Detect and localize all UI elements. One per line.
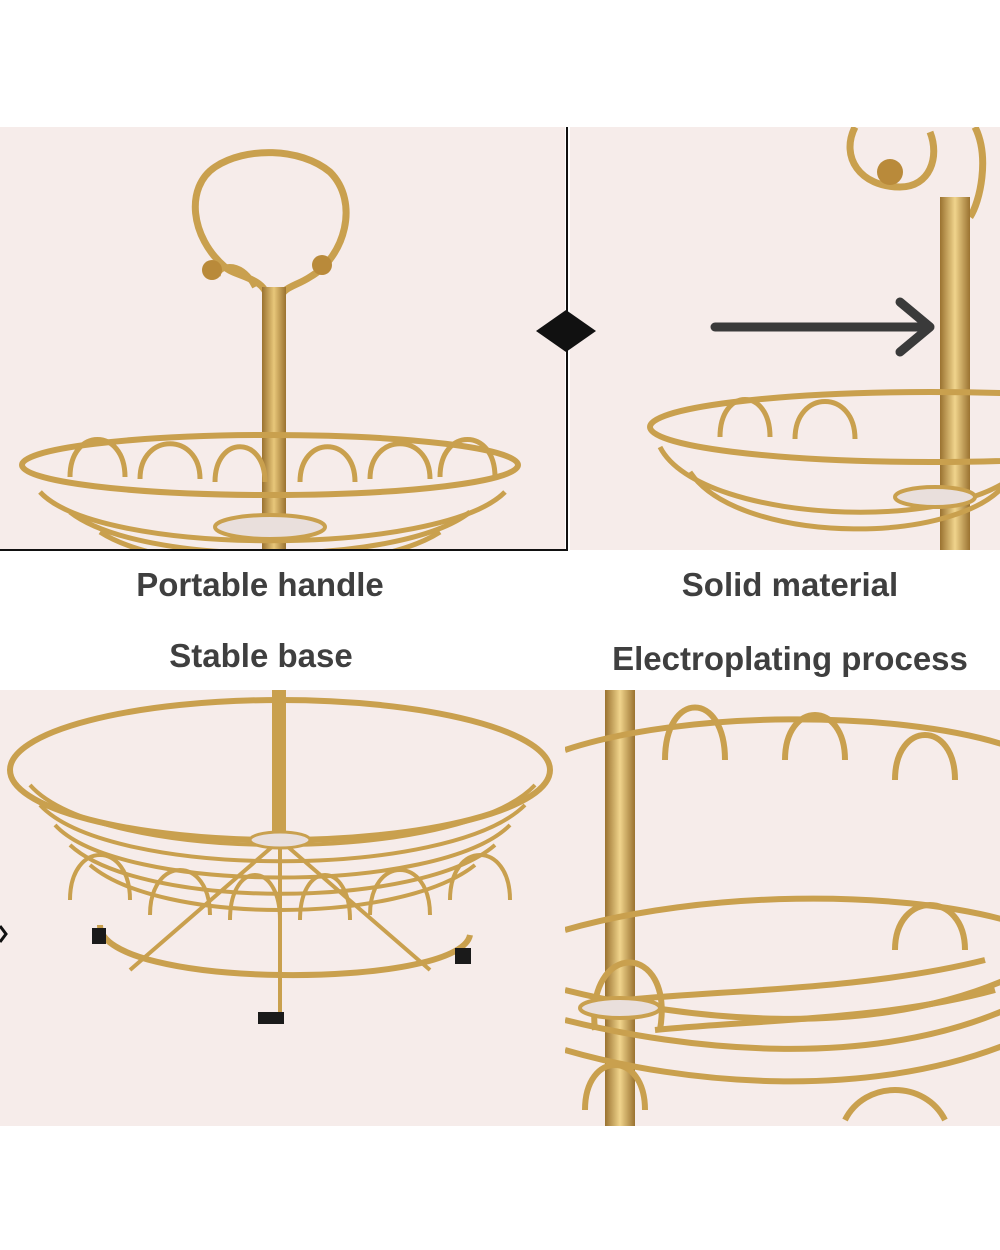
handle-illustration bbox=[19, 149, 521, 550]
photo-solid-material bbox=[570, 127, 1000, 550]
rod-closeup-illustration bbox=[647, 127, 1000, 550]
right-arrow-icon bbox=[710, 297, 935, 357]
photo-portable-handle bbox=[0, 127, 565, 550]
photo-stable-base bbox=[0, 690, 565, 1126]
caption-stable-base: Stable base bbox=[169, 637, 353, 674]
base-illustration bbox=[7, 690, 553, 1024]
caption-portable-handle: Portable handle bbox=[136, 566, 384, 603]
caption-electroplating-process: Electroplating process bbox=[612, 640, 968, 677]
plating-closeup-illustration bbox=[565, 690, 1000, 1126]
diamond-icon bbox=[536, 310, 596, 352]
horizontal-divider bbox=[0, 549, 568, 551]
caption-solid-material: Solid material bbox=[681, 566, 899, 603]
photo-electroplating bbox=[565, 690, 1000, 1126]
arrow-tip-icon bbox=[0, 925, 8, 943]
